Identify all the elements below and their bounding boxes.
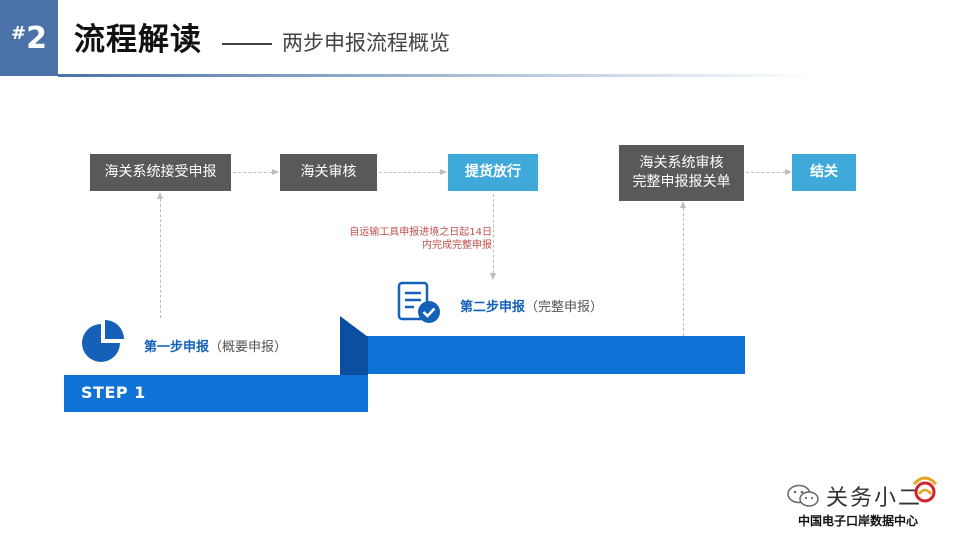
flow-arrow [746,169,792,175]
step1-label: STEP 1 [81,383,146,402]
watermark-title: 关务小二 [826,486,923,511]
flow-box-customs-receive: 海关系统接受申报 [90,154,231,191]
document-check-icon [397,281,440,323]
deadline-note-line2: 内完成完整申报 [422,240,492,251]
connector-release-down [490,194,496,280]
page-subtitle: 两步申报流程概览 [282,31,450,55]
step2-bar [352,336,745,374]
flow-arrow [379,169,447,175]
wechat-icon [787,484,819,507]
badge-number: 2 [26,20,47,56]
step2-caption: 第二步申报（完整申报） [460,296,603,315]
flow-box-release: 提货放行 [448,154,538,191]
step-connector-wedge [340,316,368,376]
step1-bar [64,375,368,412]
deadline-note-line1: 自运输工具申报进境之日起14日 [349,227,492,238]
step2-subtitle: （完整申报） [525,300,604,315]
page-title: 流程解读 [74,22,202,58]
badge-hash: # [11,22,27,44]
deadline-note: 自运输工具申报进境之日起14日 内完成完整申报 [322,226,492,252]
section-badge: # 2 [0,0,58,76]
flow-box-label-line1: 海关系统审核 [639,155,724,171]
flow-box-customs-review: 海关审核 [280,154,377,191]
flow-box-label: 提货放行 [465,164,521,180]
step1-subtitle: （概要申报） [209,340,288,355]
flow-arrow [233,169,279,175]
flow-box-closure: 结关 [792,154,856,191]
watermark-subtitle: 中国电子口岸数据中心 [798,514,919,528]
flow-box-label: 结关 [810,164,838,180]
pie-chart-icon [82,320,124,362]
connector-step2-up [680,201,686,336]
flow-box-system-review: 海关系统审核 完整申报报关单 [619,145,744,201]
brand-logo-icon [912,476,938,503]
flow-box-label: 海关系统接受申报 [104,164,217,180]
step1-title: 第一步申报 [144,340,210,355]
title-divider [222,43,272,45]
header-rule [58,74,818,77]
flow-box-label-line2: 完整申报报关单 [632,174,731,190]
step1-caption: 第一步申报（概要申报） [144,336,287,355]
connector-step1-up [157,192,163,318]
flow-box-label: 海关审核 [300,164,357,180]
step2-title: 第二步申报 [460,300,526,315]
